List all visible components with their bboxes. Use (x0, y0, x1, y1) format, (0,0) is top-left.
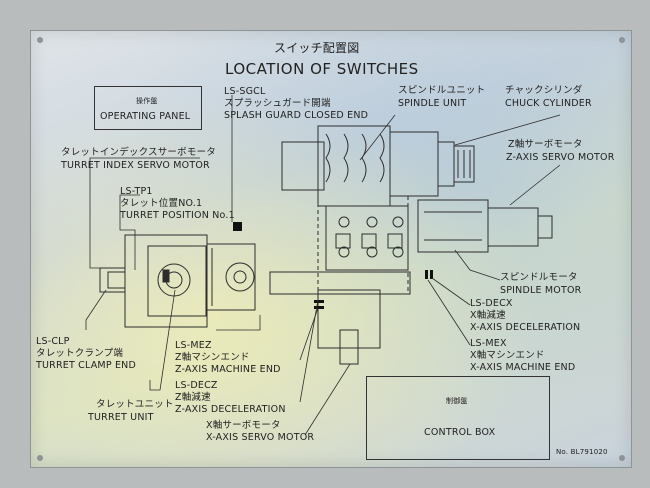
spindle-motor-en: SPINDLE MOTOR (500, 285, 582, 296)
ls-tp1-label: LS-TP1 (120, 186, 153, 197)
spindle-unit-en: SPINDLE UNIT (398, 98, 467, 109)
x-decel-en: X-AXIS DECELERATION (470, 322, 581, 333)
screw-top-left (37, 37, 43, 43)
turret-unit-jp: タレットユニット (96, 399, 174, 410)
operating-panel-jp: 操作盤 (136, 97, 158, 105)
x-servo-jp: X軸サーボモータ (206, 420, 281, 431)
turret-clamp-jp: タレットクランプ端 (36, 348, 124, 359)
z-decel-jp: Z軸減速 (175, 392, 211, 403)
chuck-cylinder-en: CHUCK CYLINDER (505, 98, 592, 109)
turret-clamp-en: TURRET CLAMP END (36, 360, 136, 371)
spindle-unit-drawing (281, 125, 475, 207)
operating-panel-box (94, 86, 202, 130)
x-mend-jp: X軸マシンエンド (470, 350, 545, 361)
z-mend-jp: Z軸マシンエンド (175, 352, 250, 363)
ls-decz-switch-marker (314, 300, 324, 303)
splash-guard-en: SPLASH GUARD CLOSED END (224, 110, 369, 121)
ls-sgcl-switch-marker (233, 222, 242, 231)
control-box-outline (366, 376, 550, 460)
z-mend-en: Z-AXIS MACHINE END (175, 364, 281, 375)
x-decel-jp: X軸減速 (470, 310, 506, 321)
control-box-en: CONTROL BOX (424, 427, 496, 438)
turret-position-jp: タレット位置NO.1 (120, 198, 203, 209)
screw-top-right (619, 37, 625, 43)
ls-sgcl-label: LS-SGCL (224, 86, 266, 97)
screw-bottom-right (619, 455, 625, 461)
title-english: LOCATION OF SWITCHES (225, 60, 419, 78)
title-japanese: スイッチ配置図 (274, 41, 360, 55)
screw-bottom-left (37, 455, 43, 461)
turret-unit-en: TURRET UNIT (88, 412, 154, 423)
chuck-cylinder-jp: チャックシリンダ (505, 85, 583, 96)
z-servo-jp: Z軸サーボモータ (508, 139, 583, 150)
turret-index-jp: タレットインデックスサーボモータ (61, 147, 216, 158)
ls-mez-switch-marker (314, 306, 324, 309)
ls-mex-label: LS-MEX (470, 338, 507, 349)
turret-index-en: TURRET INDEX SERVO MOTOR (61, 160, 210, 171)
part-number: No. BL791020 (556, 448, 608, 456)
ls-mex-switch-marker (430, 270, 433, 279)
turret-position-en: TURRET POSITION No.1 (120, 210, 235, 221)
z-servo-motor-drawing (417, 199, 553, 253)
z-decel-en: Z-AXIS DECELERATION (175, 404, 286, 415)
splash-guard-jp: スプラッシュガード開端 (224, 98, 331, 109)
ls-decz-label: LS-DECZ (175, 380, 218, 391)
operating-panel-en: OPERATING PANEL (100, 111, 191, 122)
x-servo-en: X-AXIS SERVO MOTOR (206, 432, 315, 443)
ls-decx-label: LS-DECX (470, 298, 513, 309)
leader-lines (85, 95, 561, 436)
ls-mez-label: LS-MEZ (175, 340, 212, 351)
spindle-motor-jp: スピンドルモータ (500, 272, 578, 283)
x-mend-en: X-AXIS MACHINE END (470, 362, 576, 373)
ls-decx-switch-marker (425, 270, 428, 279)
z-servo-en: Z-AXIS SERVO MOTOR (506, 152, 615, 163)
ls-clp-label: LS-CLP (36, 336, 70, 347)
slide-drawing (269, 196, 411, 365)
spindle-unit-jp: スピンドルユニット (398, 85, 486, 96)
turret-unit-drawing (99, 234, 256, 328)
control-box-jp: 制御盤 (446, 397, 468, 405)
